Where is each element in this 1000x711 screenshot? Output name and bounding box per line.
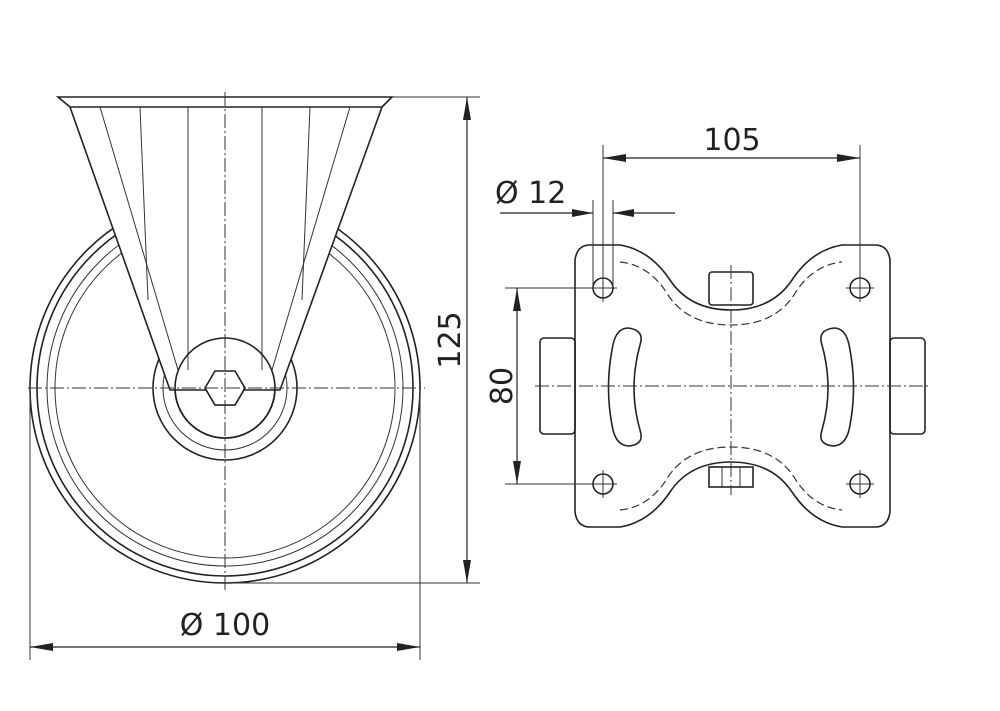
bolt-hole-diameter-dimension: Ø 12: [495, 176, 675, 288]
hole-spacing-y-dimension: 80: [485, 287, 593, 485]
top-plate-view: [535, 244, 930, 528]
hole-spacing-x-dimension: 105: [602, 123, 861, 278]
wheel-diameter-dimension: Ø 100: [29, 388, 421, 660]
wheel-diameter-label: Ø 100: [180, 608, 270, 643]
plate-slot-right: [820, 327, 855, 447]
height-dimension: 125: [225, 96, 480, 584]
height-label: 125: [433, 311, 468, 368]
hole-spacing-x-label: 105: [703, 123, 760, 158]
bolt-hole-diameter-label: Ø 12: [495, 176, 566, 211]
plate-outline: [574, 244, 891, 528]
plate-slot-left: [607, 327, 642, 447]
hole-spacing-y-label: 80: [485, 367, 520, 405]
